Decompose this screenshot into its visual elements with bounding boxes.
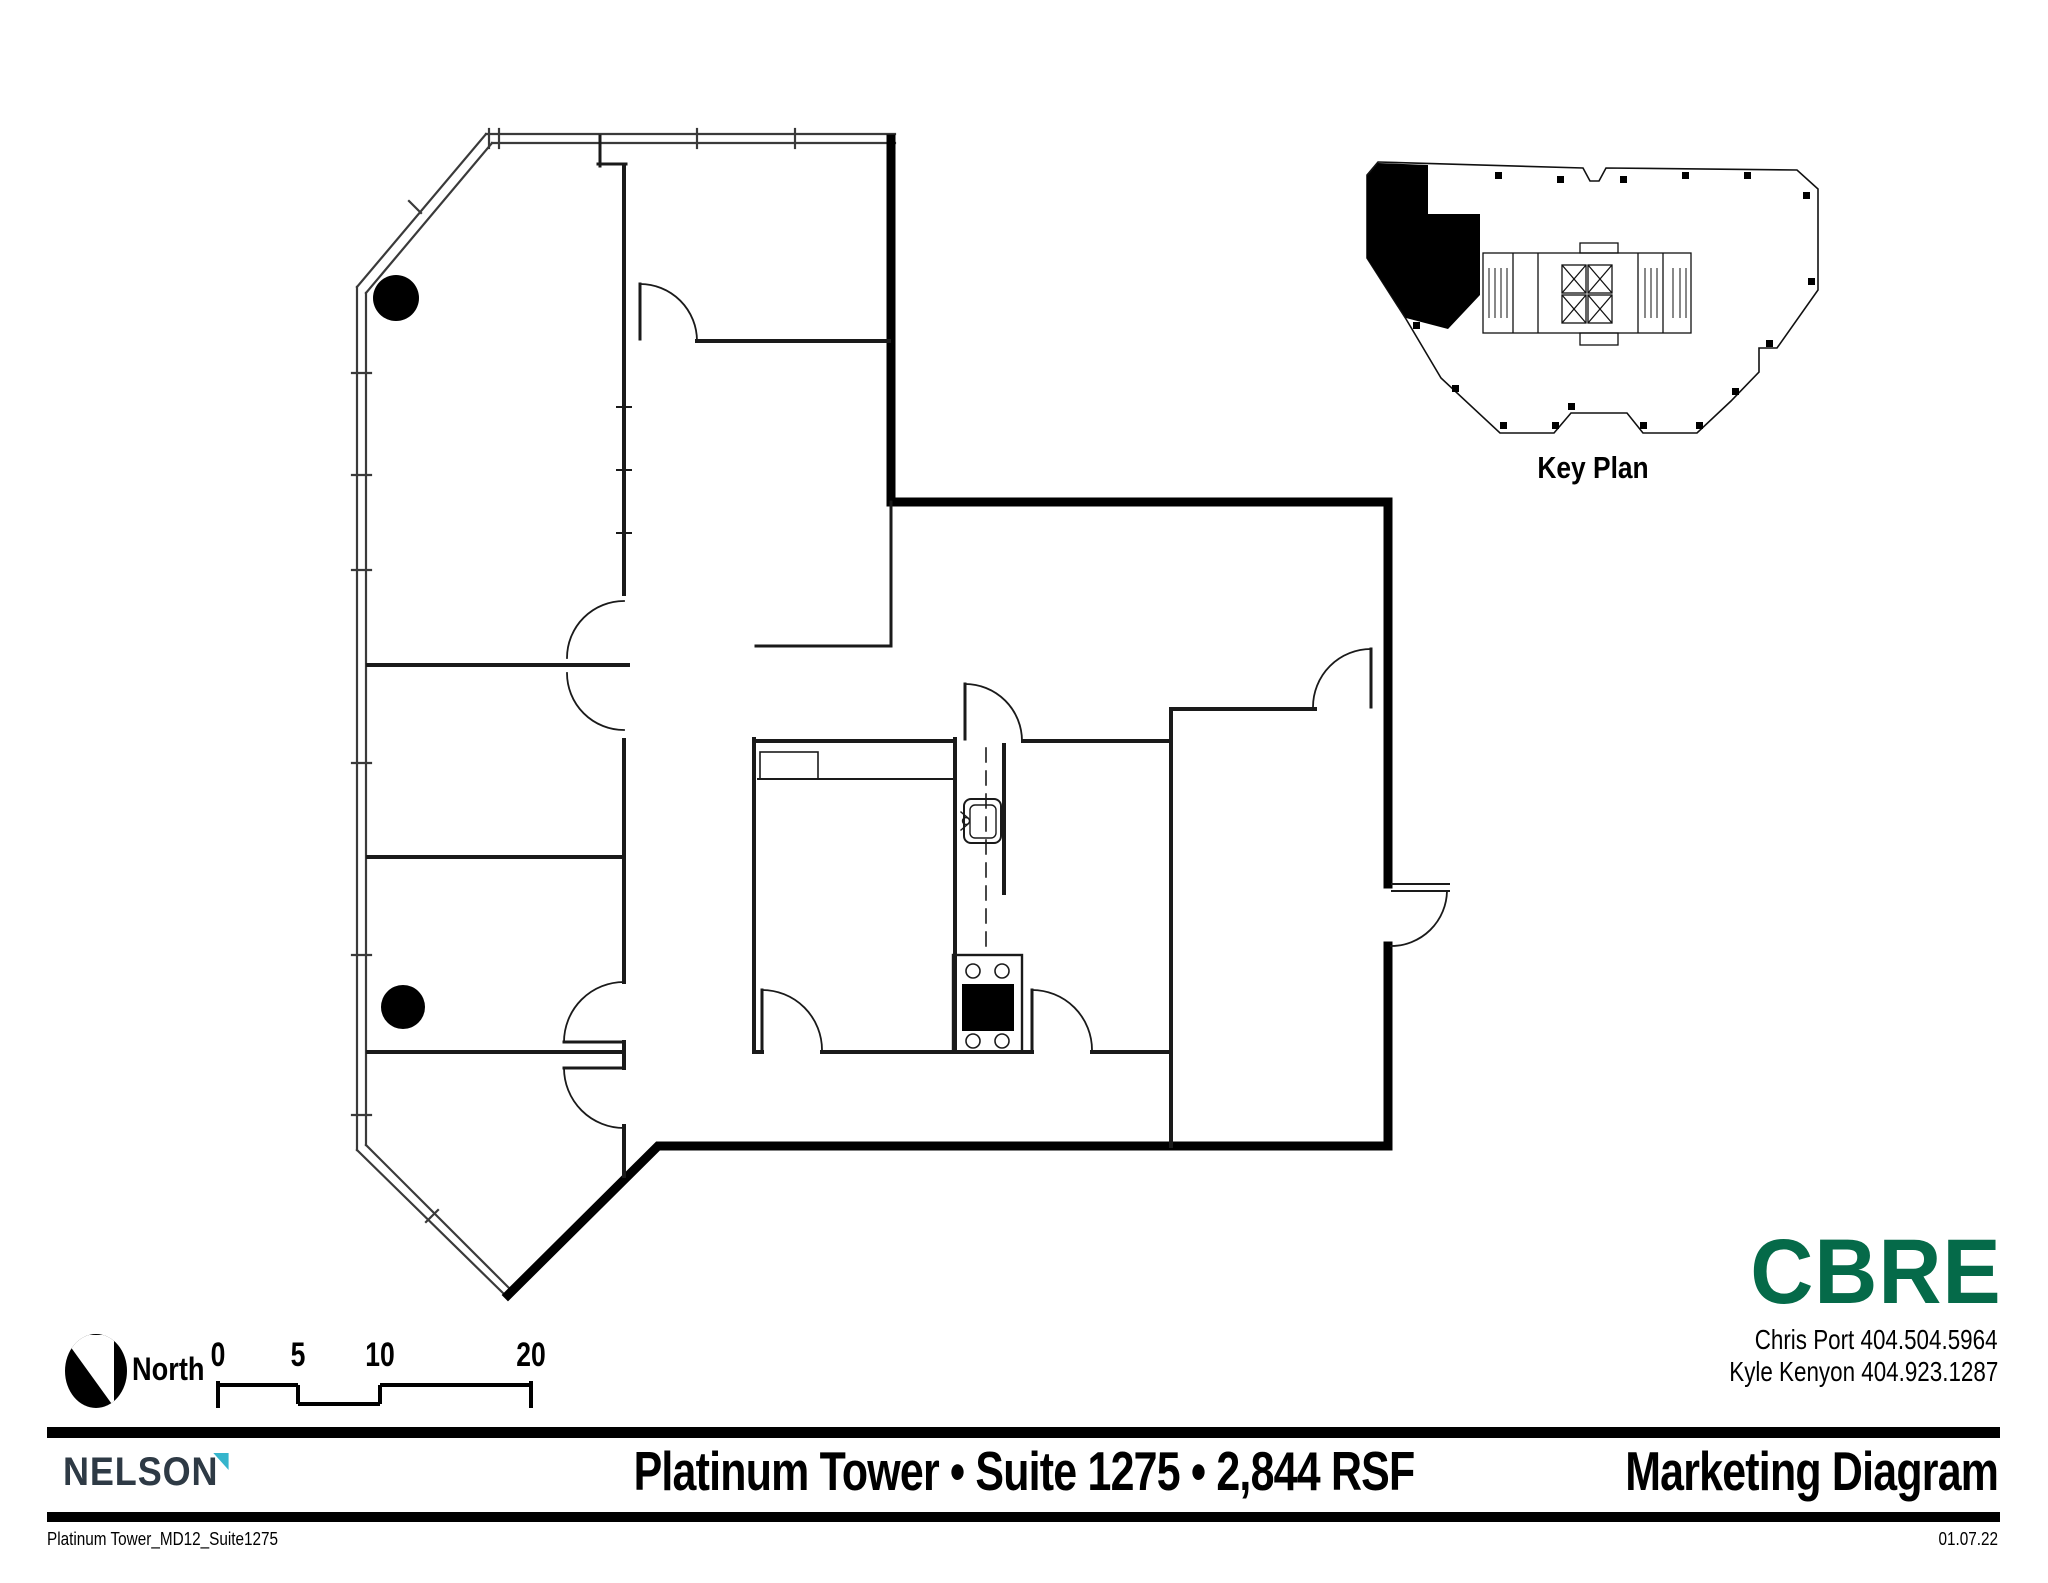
- kitchen-fixtures: [759, 747, 1002, 953]
- scale-mark-0: 0: [210, 1336, 226, 1374]
- key-plan-label: Key Plan: [1537, 450, 1649, 485]
- divider-bar-top: [47, 1427, 2000, 1438]
- key-plan-columns: [1413, 172, 1815, 429]
- window-walls: [350, 127, 897, 1298]
- key-plan-elevators: [1561, 264, 1613, 324]
- north-label: North: [132, 1351, 205, 1387]
- doc-type-label: Marketing Diagram: [1625, 1440, 1999, 1502]
- key-plan-stairs: [1488, 268, 1687, 318]
- cabinet: [759, 751, 819, 780]
- sheet-title: Platinum Tower • Suite 1275 • 2,844 RSF: [633, 1440, 1416, 1502]
- entry-door: [1390, 883, 1450, 947]
- scale-bar: [216, 1381, 533, 1408]
- key-plan-drawing: [1366, 161, 1819, 434]
- divider-bar-bottom: [47, 1512, 2000, 1522]
- shaft: [951, 953, 1024, 1054]
- floor-plan: [350, 127, 1450, 1302]
- scale-mark-5: 5: [290, 1336, 306, 1374]
- interior-walls: [366, 134, 1317, 1178]
- nelson-logo: NELSON: [63, 1450, 229, 1494]
- kitchen-sink: [960, 798, 1002, 844]
- demising-walls: [501, 134, 1393, 1302]
- contact-line-1: Chris Port 404.504.5964: [1755, 1324, 1998, 1355]
- nelson-triangle-icon: [213, 1453, 229, 1470]
- scale-mark-20: 20: [516, 1336, 546, 1374]
- date-stamp: 01.07.22: [1938, 1529, 1998, 1549]
- column-dot: [373, 275, 419, 321]
- cbre-logo: CBRE: [1750, 1221, 2002, 1323]
- scale-mark-10: 10: [365, 1336, 395, 1374]
- north-arrow-icon: [65, 1334, 127, 1408]
- columns: [373, 275, 425, 1029]
- key-plan-core: [1482, 242, 1692, 346]
- contact-line-2: Kyle Kenyon 404.923.1287: [1728, 1356, 1998, 1387]
- column-dot: [381, 985, 425, 1029]
- key-plan-suite-highlight: [1367, 163, 1480, 329]
- file-name: Platinum Tower_MD12_Suite1275: [47, 1529, 279, 1549]
- nelson-wordmark: NELSON: [63, 1450, 219, 1494]
- interior-doors: [562, 282, 1373, 1129]
